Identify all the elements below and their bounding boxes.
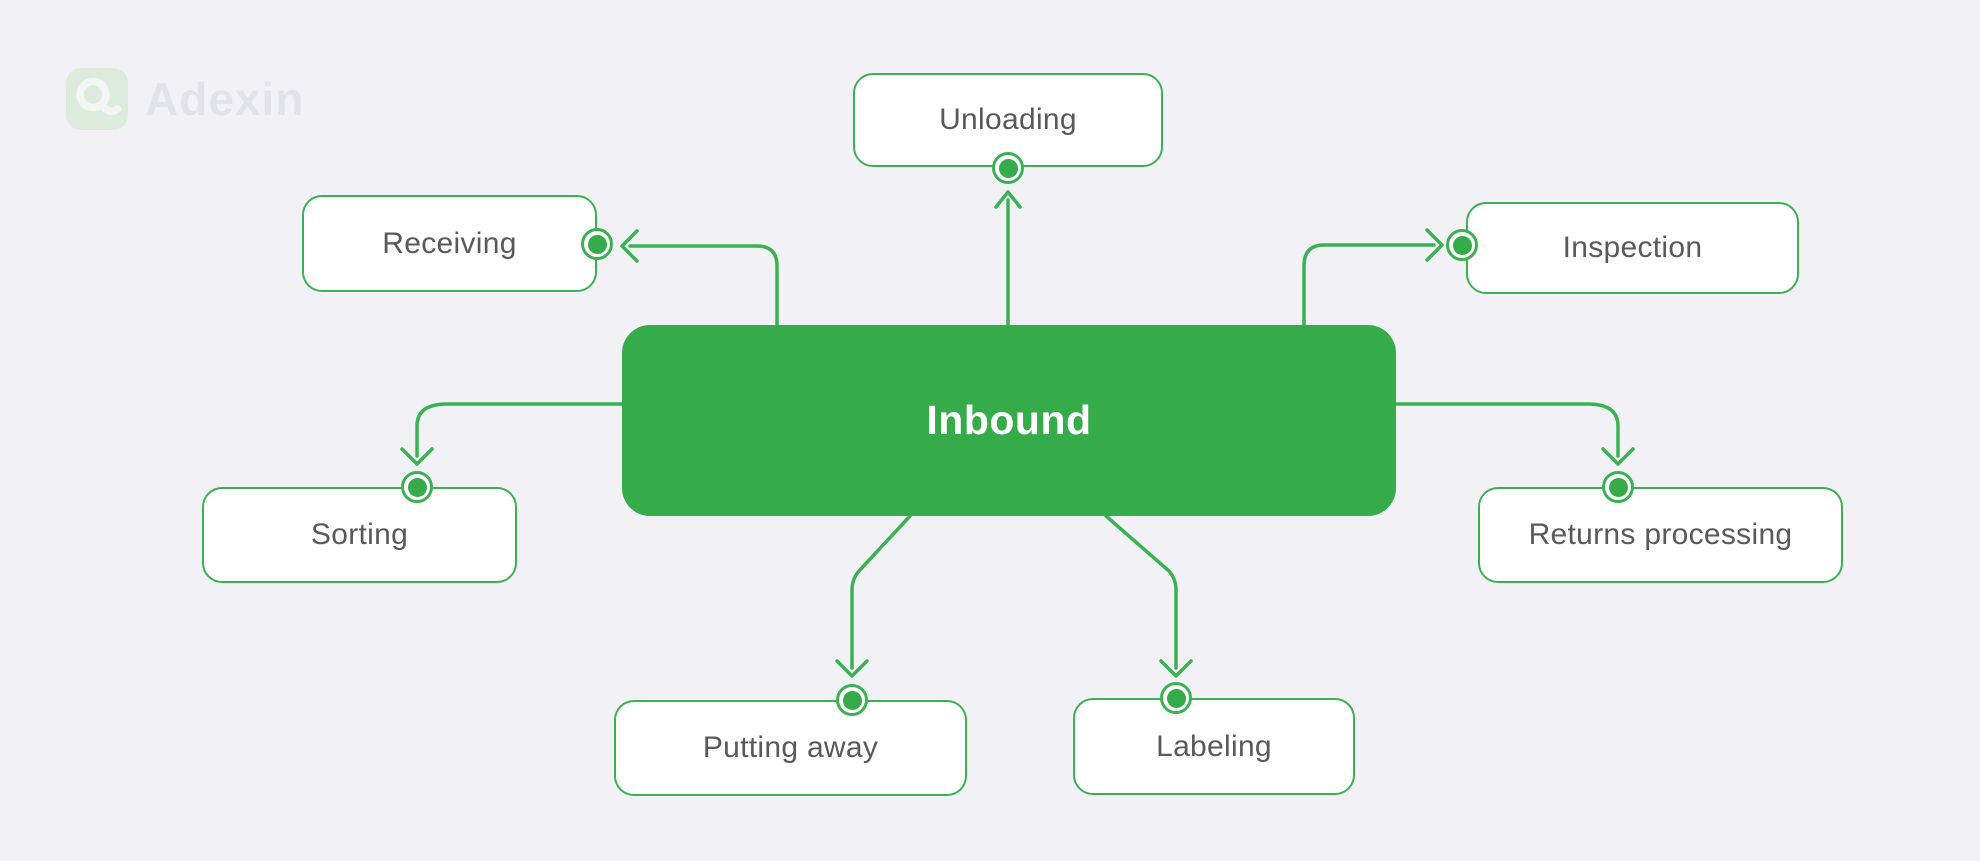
port-dot-icon (587, 234, 607, 254)
arrowhead-left-icon (620, 229, 639, 263)
arrowhead-down-icon (400, 447, 434, 466)
logo-brand-text: Adexin (145, 73, 305, 125)
connector-returns-processing (1394, 402, 1635, 466)
arrowhead-down-icon (835, 659, 869, 678)
arrowhead-down-icon (1601, 447, 1635, 466)
node-label: Returns processing (1528, 518, 1793, 551)
connector-receiving (620, 229, 779, 327)
connector-inspection (1302, 228, 1444, 327)
node-returns-processing: Returns processing (1478, 487, 1843, 583)
node-sorting: Sorting (202, 487, 517, 583)
node-labeling: Labeling (1073, 698, 1355, 795)
port-dot-icon (1452, 235, 1472, 255)
arrowhead-right-icon (1425, 228, 1444, 262)
port-dot-icon (1166, 688, 1186, 708)
node-inbound: Inbound (622, 325, 1396, 516)
port-dot-icon (1608, 477, 1628, 497)
node-label: Sorting (310, 518, 409, 551)
adexin-a-icon (66, 68, 128, 130)
node-unloading: Unloading (853, 73, 1163, 167)
node-label: Putting away (702, 731, 879, 764)
port-sorting (401, 471, 433, 503)
node-label: Inbound (926, 397, 1092, 443)
connector-unloading (994, 190, 1022, 327)
connector-labeling (1104, 514, 1193, 678)
node-receiving: Receiving (302, 195, 597, 292)
node-putting-away: Putting away (614, 700, 967, 796)
node-label: Unloading (939, 103, 1077, 136)
connector-sorting (400, 402, 624, 466)
connector-putting-away (835, 514, 912, 678)
arrowhead-up-icon (994, 190, 1022, 209)
node-label: Receiving (382, 226, 517, 260)
port-unloading (992, 152, 1024, 184)
node-label: Labeling (1156, 729, 1272, 763)
port-putting-away (836, 684, 868, 716)
node-label: Inspection (1562, 231, 1703, 264)
port-dot-icon (407, 477, 427, 497)
node-inspection: Inspection (1466, 202, 1799, 294)
port-dot-icon (842, 690, 862, 710)
port-dot-icon (998, 158, 1018, 178)
arrowhead-down-icon (1159, 659, 1193, 678)
port-labeling (1160, 682, 1192, 714)
adexin-logo: Adexin (66, 68, 304, 130)
port-inspection (1446, 229, 1478, 261)
port-returns-processing (1602, 471, 1634, 503)
port-receiving (581, 228, 613, 260)
